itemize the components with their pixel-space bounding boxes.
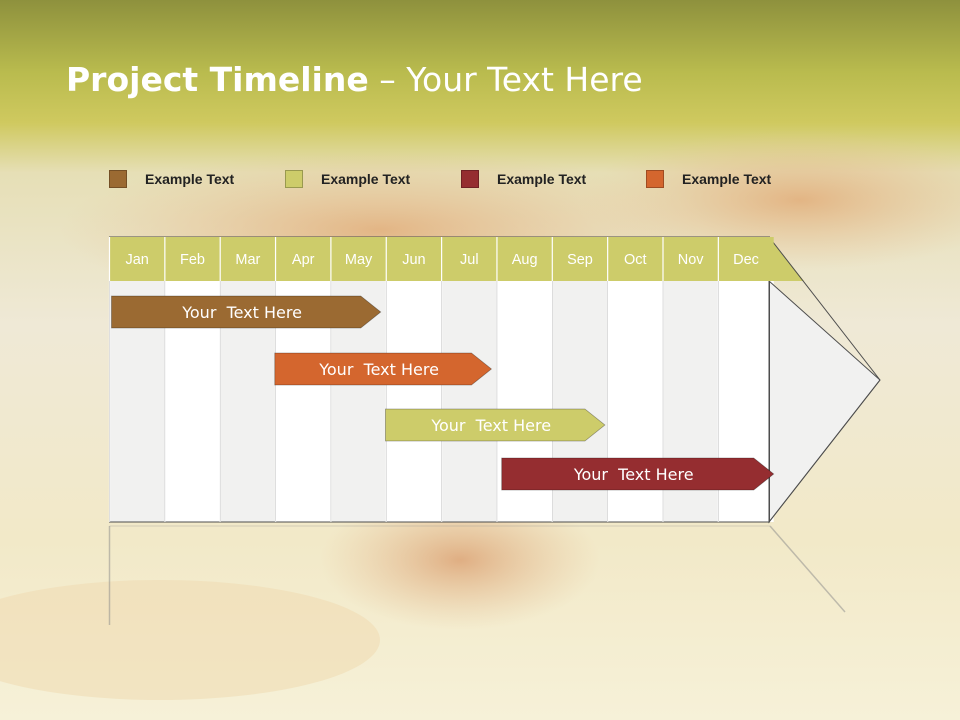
task-bar-label: Your Text Here [573,465,694,484]
month-label: Mar [235,252,260,268]
month-label: Dec [733,252,759,268]
legend-item-3: Example Text [461,170,586,188]
legend-swatch-1 [109,170,127,188]
legend-item-1: Example Text [109,170,234,188]
task-bar-label: Your Text Here [181,303,302,322]
timeline-top-edge [768,236,881,381]
month-label: Apr [292,252,315,268]
timeline-reflection [108,525,846,625]
legend-label-4: Example Text [682,171,772,187]
month-label: Aug [512,252,538,268]
legend-swatch-3 [461,170,479,188]
timeline-bottom-edge [768,379,881,523]
month-header-cell [109,237,165,281]
month-header-cell [663,237,719,281]
task-bar [501,457,775,491]
task-bar [111,295,382,329]
month-label: May [345,252,373,268]
legend-label-1: Example Text [145,171,235,187]
month-header-cell [496,237,553,281]
legend-item-4: Example Text [646,170,771,188]
month-column [441,281,497,522]
legend-swatch-4 [646,170,664,188]
month-header-cell [552,237,608,281]
task-bar [274,352,493,386]
month-header-cell [607,237,663,281]
month-header-cell [275,237,331,281]
month-label: Jan [125,252,148,268]
month-header-cell [386,237,442,281]
month-header-cell [220,237,276,281]
title-rest: – Your Text Here [368,60,643,99]
month-header: Jan Feb Mar Apr May Jun Jul Aug Sep Oct Nov Dec [108,237,774,522]
legend-item-2: Example Text [285,170,410,188]
page-title: Project Timeline – Your Text Here [66,60,643,99]
legend-swatch-2 [285,170,303,188]
month-header-cell [330,237,387,281]
legend-label-2: Example Text [321,171,411,187]
month-header-cell [718,237,774,281]
month-label: Feb [180,252,205,268]
month-column [386,281,442,522]
task-bar-label: Your Text Here [318,360,439,379]
month-header-cell [164,237,221,281]
task-bar-label: Your Text Here [430,416,551,435]
month-label: Jun [402,252,425,268]
month-label: Jul [460,252,479,268]
title-bold: Project Timeline [66,60,369,99]
month-header-cell [441,237,497,281]
month-label: Nov [678,252,705,268]
month-label: Oct [624,252,647,268]
legend-label-3: Example Text [497,171,587,187]
month-label: Sep [567,252,593,268]
task-bar [385,408,606,442]
